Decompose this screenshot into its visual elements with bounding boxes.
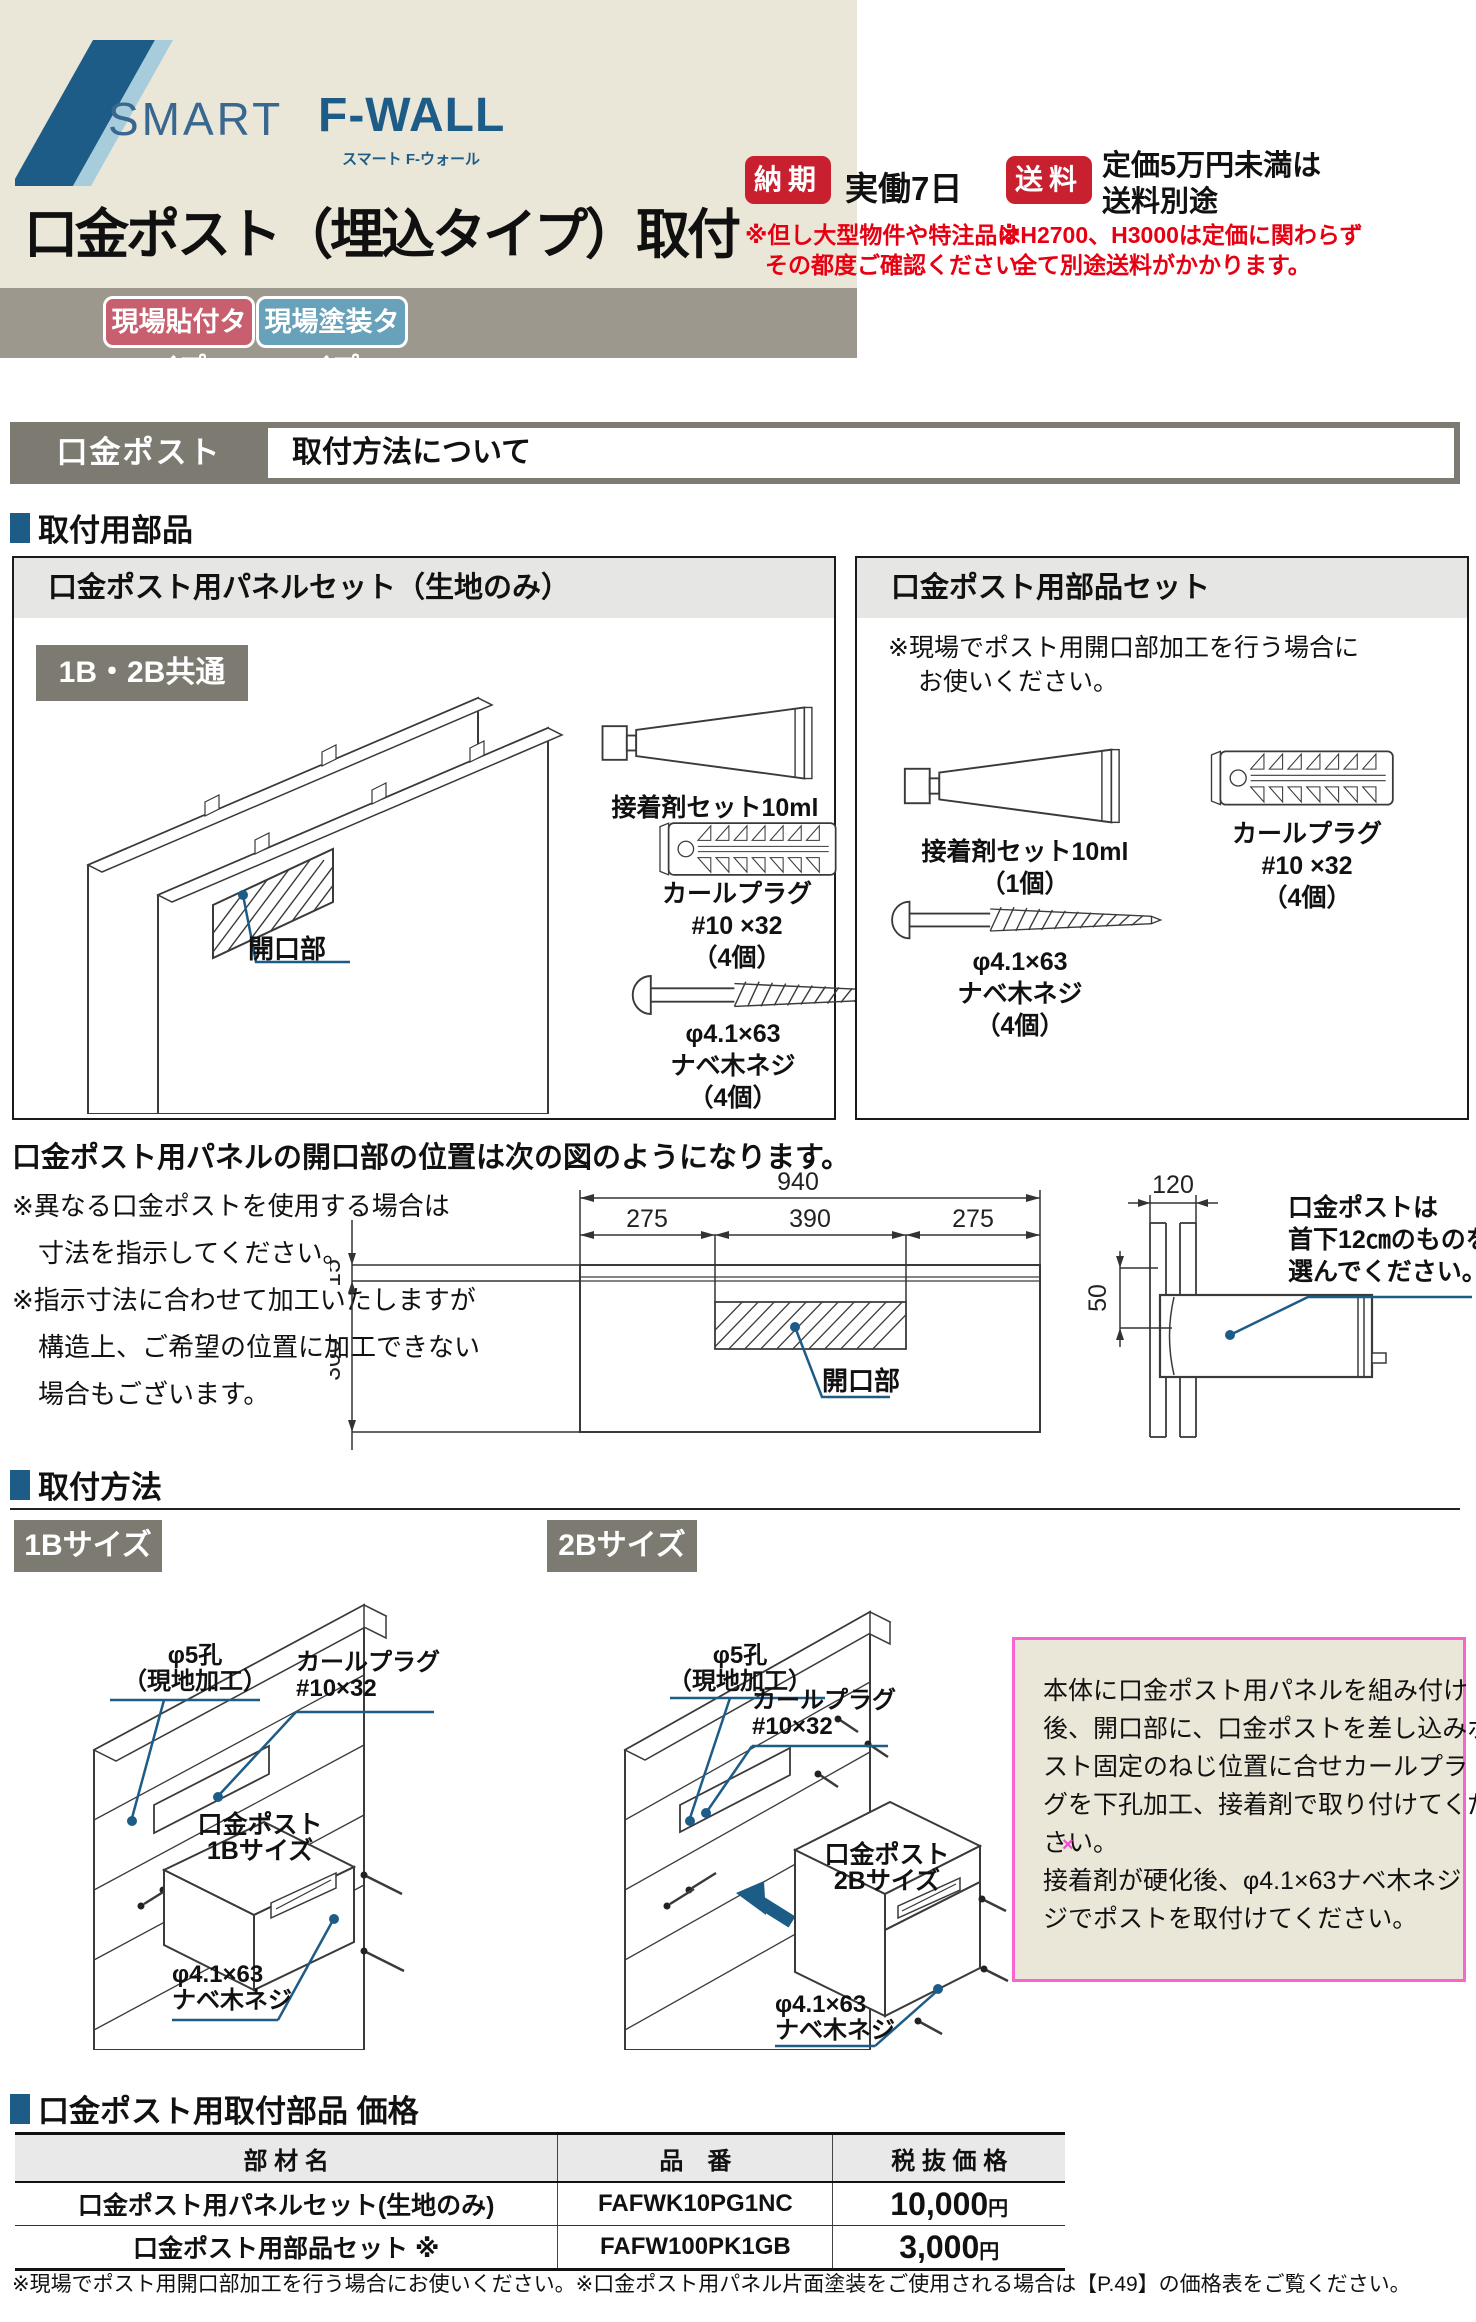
brand-smart: SMART [108,93,284,145]
adhesive-tube-icon [601,706,813,780]
price-table: 部 材 名 品 番 税 抜 価 格 口金ポスト用パネルセット(生地のみ) FAF… [15,2132,1065,2271]
install-drawing-1b [92,1603,434,2050]
position-lead: 口金ポスト用パネルの開口部の位置は次の図のようになります。 [12,1142,851,1174]
dim-depth: 120 [1152,1171,1194,1199]
delivery-note-2: その都度ご確認ください。 [765,252,1041,278]
wood-screw-icon [891,900,1163,940]
brand-kana: スマート F-ウォール [342,151,480,168]
tag-1b-size: 1Bサイズ [14,1520,162,1572]
item-code: FAFW100PK1GB [557,2225,833,2270]
post-label-2b: 口金ポスト 2Bサイズ [824,1841,950,1895]
curl-plug-icon [659,822,837,876]
delivery-value: 実働7日 [845,170,963,207]
opening-label-dimension: 開口部 [822,1366,901,1396]
plug-label: カールプラグ #10 ×32 （4個） [661,880,812,972]
screw-label: φ4.1×63 ナベ木ネジ （4個） [957,948,1083,1040]
panel-iso-drawing [86,696,564,1114]
delivery-badge: 納期 [745,156,831,204]
plug-label-2b: カールプラグ #10×32 [752,1687,896,1740]
curl-plug-icon [1210,750,1394,806]
hole-label-2b: φ5孔 （現地加工） [668,1642,812,1695]
shipping-value-2: 送料別途 [1102,186,1219,218]
heading-price: 口金ポスト用取付部品 価格 [10,2086,419,2131]
dim-top: 15 [330,1259,346,1287]
item-price: 3,000円 [832,2225,1065,2270]
tag-field-paste-type: 現場貼付タイプ [103,296,255,383]
position-note-4: 構造上、ご希望の位置に加工できない [38,1332,481,1362]
post-side-view-drawing: 120 50 [1084,1171,1472,1438]
dim-drop: 50 [1084,1284,1112,1312]
heading-square-icon [10,1469,30,1500]
shipping-note-2: 全て別途送料がかかります。 [1014,252,1311,278]
position-note-3: ※指示寸法に合わせて加工いたしますが [12,1285,476,1315]
tag-1b-2b-common: 1B・2B共通 [36,645,248,701]
section-bar-label: 口金ポスト [56,435,222,470]
table-header-row: 部 材 名 品 番 税 抜 価 格 [15,2133,1065,2183]
item-price: 10,000円 [832,2182,1065,2226]
parts-set-title: 口金ポスト用部品セット [857,558,1467,618]
position-note-5: 場合もございます。 [38,1379,270,1409]
tag-field-paint-type: 現場塗装タイプ [256,296,408,383]
shipping-value-1: 定価5万円未満は [1102,150,1322,182]
position-note-1: ※異なる口金ポストを使用する場合は [12,1191,450,1221]
col-header-code: 品 番 [557,2133,833,2183]
section-bar-title: 取付方法について [268,428,1454,478]
item-name: 口金ポスト用パネルセット(生地のみ) [15,2182,558,2226]
plug-label-1b: カールプラグ #10×32 [296,1649,440,1702]
post-label-1b: 口金ポスト 1Bサイズ [197,1811,323,1865]
position-note-2: 寸法を指示してください。 [38,1238,349,1268]
parts-set-note-1: ※現場でポスト用開口部加工を行う場合に [888,634,1359,662]
heading-square-icon [10,512,30,543]
section-bar: 口金ポスト 取付方法について [10,422,1460,484]
post-choice-note: 口金ポストは 首下12㎝のものを 選んでください。 [1288,1194,1476,1286]
stray-mark: × [1062,1834,1074,1856]
table-row: 口金ポスト用パネルセット(生地のみ) FAFWK10PG1NC 10,000円 [15,2182,1065,2226]
dim-center: 390 [789,1205,831,1233]
heading-method: 取付方法 [10,1462,162,1507]
parts-set-box: 口金ポスト用部品セット [855,556,1469,1120]
delivery-note-1: ※但し大型物件や特注品は [745,222,1021,248]
brand-logo-icon [15,40,173,186]
opening-label-panel: 開口部 [248,934,327,964]
hole-label-1b: φ5孔 （現地加工） [123,1642,267,1695]
col-header-name: 部 材 名 [15,2133,558,2183]
heading-parts: 取付用部品 [10,505,193,550]
col-header-price: 税 抜 価 格 [832,2133,1065,2183]
shipping-badge: 送料 [1006,156,1092,204]
dim-total: 940 [777,1168,819,1196]
parts-set-note-2: お使いください。 [918,668,1119,696]
page-title: 口金ポスト（埋込タイプ）取付 [24,205,741,265]
item-name: 口金ポスト用部品セット ※ [133,2235,440,2263]
plug-label: カールプラグ #10 ×32 （4個） [1231,820,1382,912]
table-row: 口金ポスト用部品セット ※ FAFW100PK1GB 3,000円 [15,2225,1065,2270]
screw-label-1b: φ4.1×63 ナベ木ネジ [172,1961,292,2014]
divider [10,1508,1460,1510]
tag-2b-size: 2Bサイズ [547,1520,697,1572]
screw-label-2b: φ4.1×63 ナベ木ネジ [775,1991,895,2044]
heading-square-icon [10,2093,30,2124]
screw-label: φ4.1×63 ナベ木ネジ （4個） [670,1020,796,1112]
opening-dimension-drawing: 940 275 390 275 15 300 [330,1168,1041,1450]
panel-set-title: 口金ポスト用パネルセット（生地のみ） [14,558,834,618]
footer-note: ※現場でポスト用開口部加工を行う場合にお使いください。※口金ポスト用パネル片面塗… [12,2273,1411,2296]
dim-left: 275 [626,1205,668,1233]
install-drawing-2b [623,1610,1009,2050]
item-code: FAFWK10PG1NC [557,2182,833,2226]
brand-fwall: F-WALL [318,89,506,142]
adhesive-tube-icon [903,748,1120,824]
dim-height: 300 [330,1339,346,1381]
adhesive-label: 接着剤セット10ml （1個） [921,838,1129,898]
dim-right: 275 [952,1205,994,1233]
instruction-box: 本体に口金ポスト用パネルを組み付け 後、開口部に、口金ポストを差し込みポ スト固… [1012,1637,1476,1982]
shipping-note-1: ※H2700、H3000は定価に関わらず [998,222,1363,248]
